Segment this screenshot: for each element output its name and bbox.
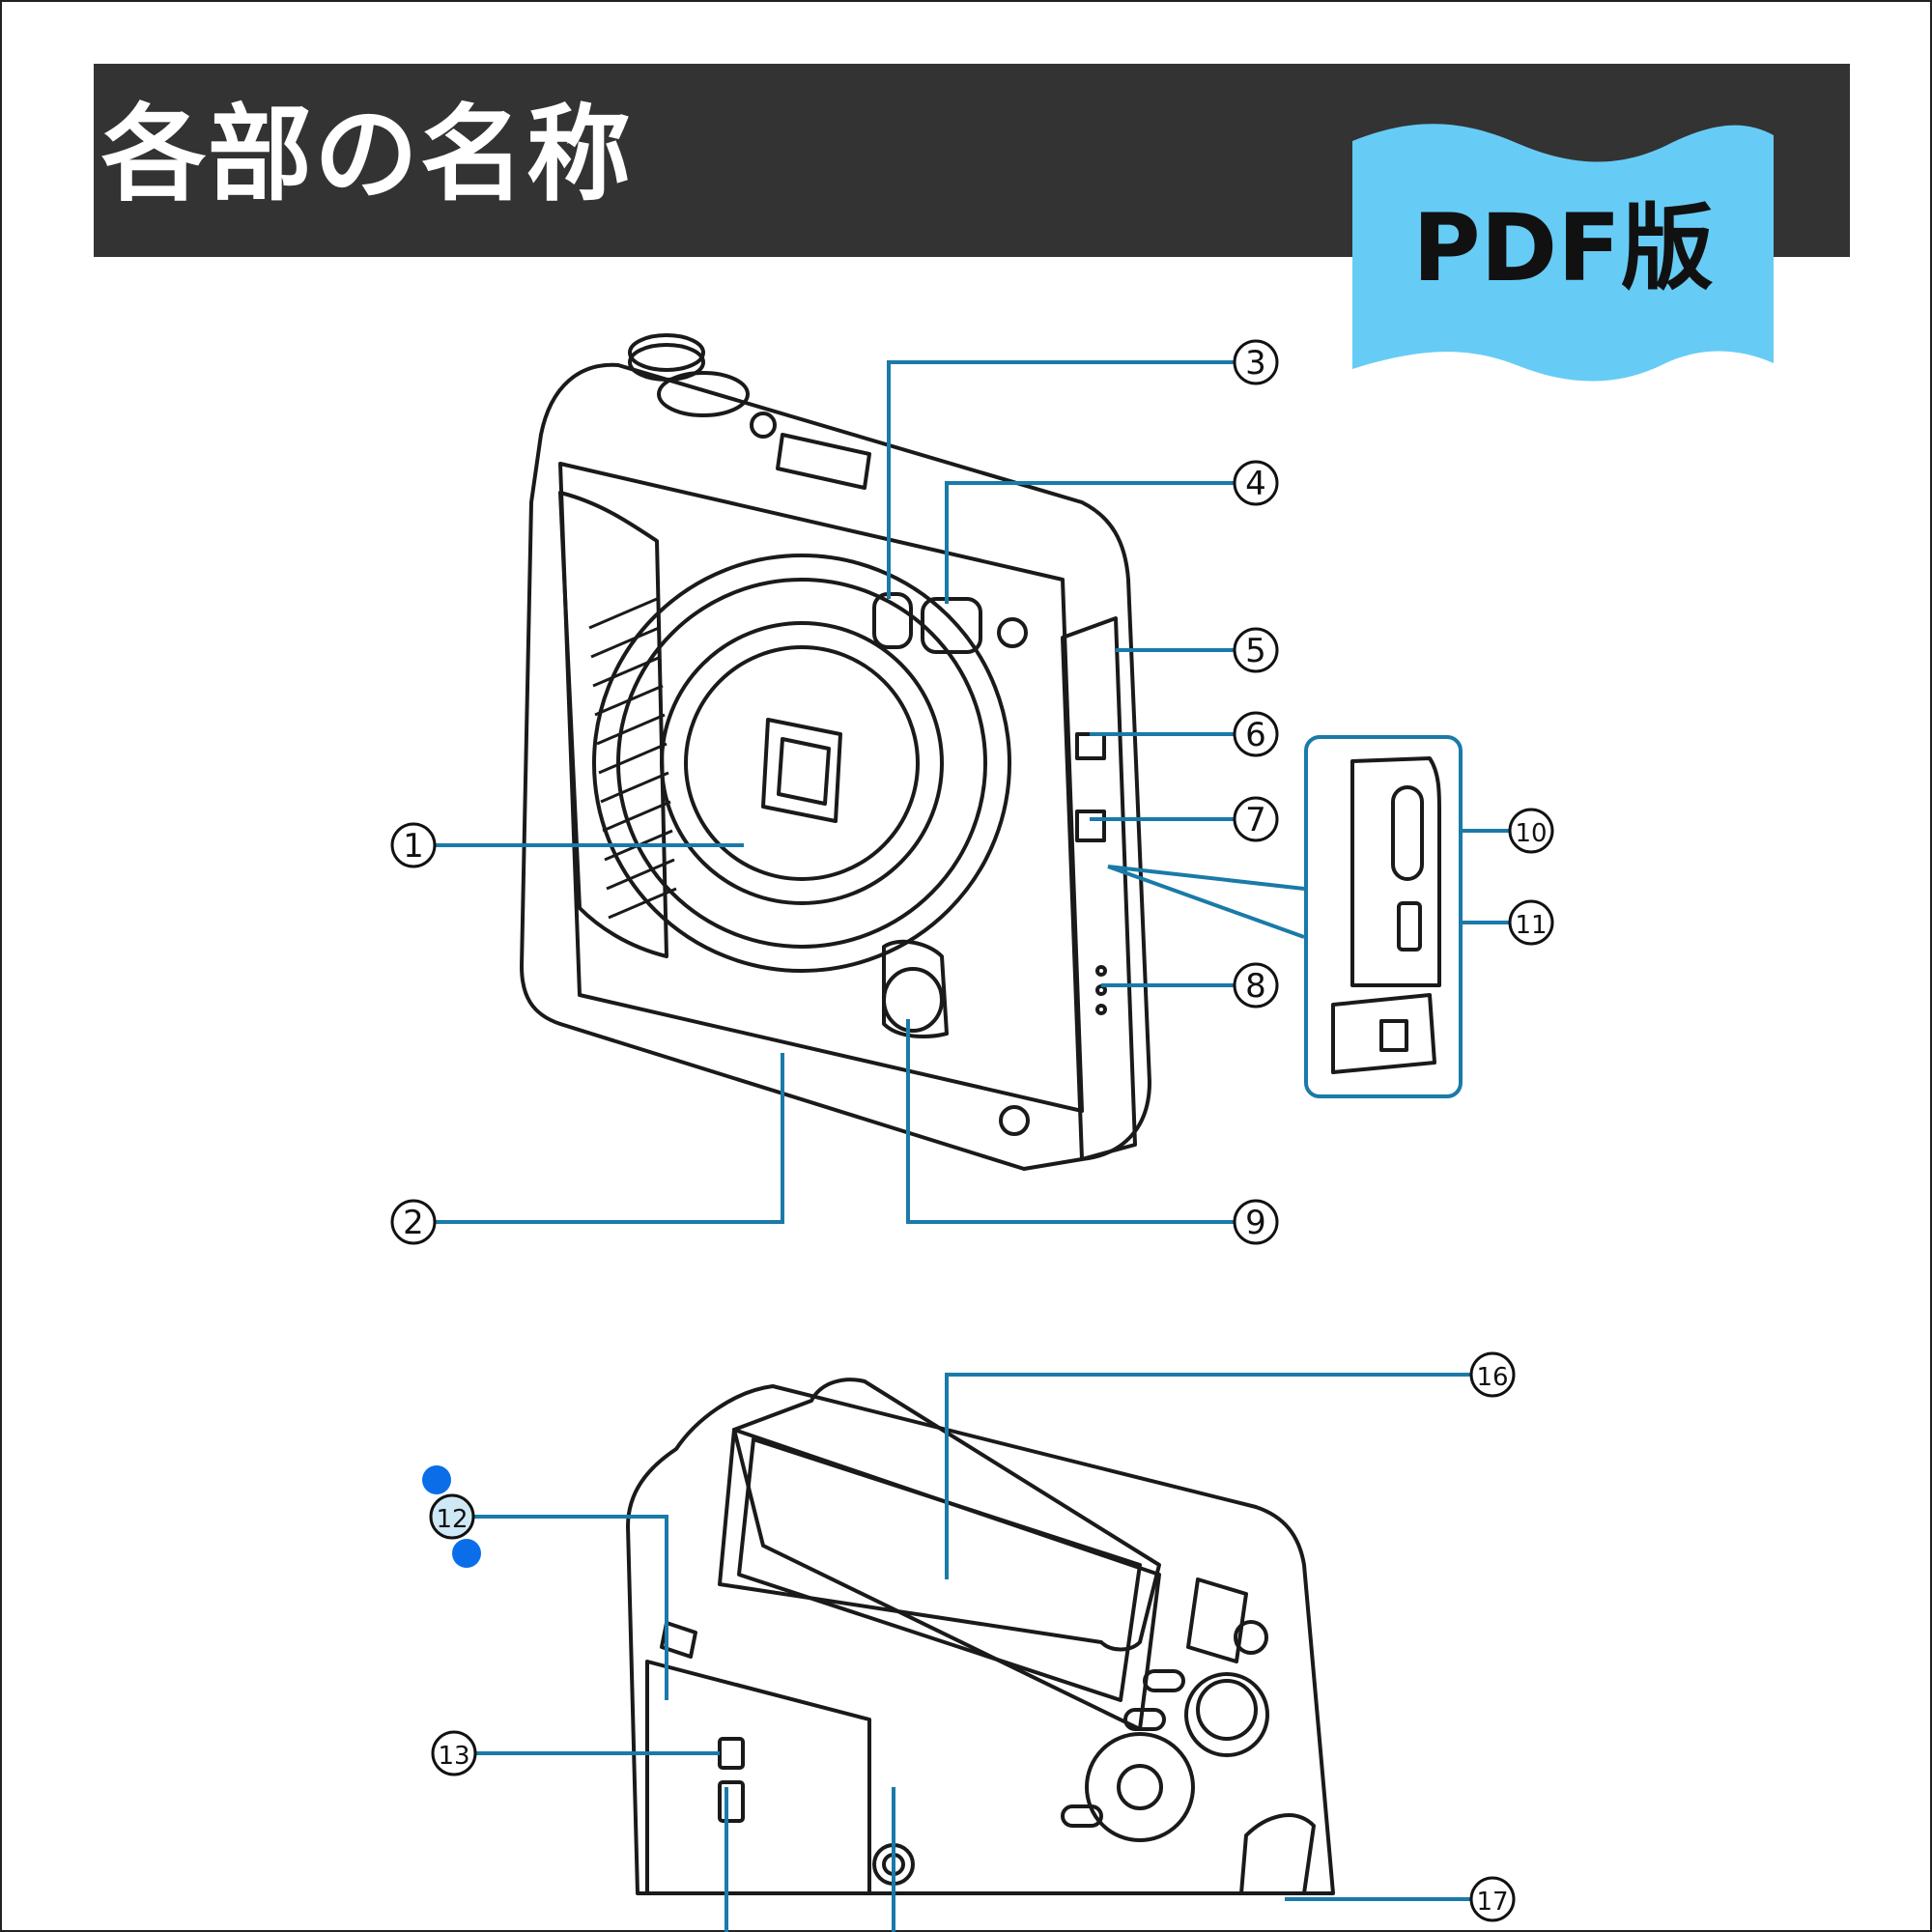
callout-4: 4 — [1233, 460, 1279, 506]
callout-13: 13 — [431, 1730, 477, 1776]
svg-text:8: 8 — [1245, 967, 1266, 1006]
callout-2: 2 — [390, 1199, 437, 1245]
selection-handles[interactable] — [422, 1465, 481, 1568]
callout-3: 3 — [1233, 339, 1279, 385]
svg-text:3: 3 — [1245, 344, 1266, 383]
callout-6: 6 — [1233, 711, 1279, 757]
callout-16: 16 — [1469, 1351, 1516, 1398]
port-inset-illustration — [1304, 735, 1463, 1098]
svg-text:17: 17 — [1476, 1888, 1508, 1917]
svg-text:12: 12 — [436, 1505, 468, 1534]
leader-lines — [435, 360, 1509, 1932]
selection-handle-bottom — [452, 1539, 481, 1568]
camera-back-illustration — [626, 1378, 1335, 1895]
pdf-badge-label: PDF版 — [1412, 194, 1714, 302]
pdf-badge-shape — [1352, 124, 1774, 382]
svg-text:10: 10 — [1515, 819, 1547, 848]
camera-front-illustration — [520, 333, 1151, 1171]
callout-5: 5 — [1233, 627, 1279, 673]
svg-text:5: 5 — [1245, 632, 1266, 670]
callout-9: 9 — [1233, 1199, 1279, 1245]
callout-10: 10 — [1508, 808, 1554, 854]
page-title: 各部の名称 — [101, 95, 634, 215]
svg-text:9: 9 — [1245, 1204, 1266, 1242]
svg-text:16: 16 — [1476, 1363, 1508, 1392]
selection-handle-top — [422, 1465, 451, 1494]
callout-17: 17 — [1469, 1876, 1516, 1922]
callout-markers: 1 2 3 4 5 6 7 8 9 10 11 12 13 16 17 — [390, 339, 1554, 1922]
callout-11: 11 — [1508, 899, 1554, 946]
callout-8: 8 — [1233, 962, 1279, 1009]
svg-text:1: 1 — [403, 827, 424, 866]
callout-7: 7 — [1233, 796, 1279, 842]
svg-text:11: 11 — [1515, 911, 1547, 940]
svg-text:7: 7 — [1245, 801, 1266, 839]
svg-text:4: 4 — [1245, 465, 1266, 503]
callout-1: 1 — [390, 822, 437, 868]
svg-text:6: 6 — [1245, 716, 1266, 754]
svg-text:13: 13 — [438, 1742, 469, 1771]
svg-text:2: 2 — [403, 1204, 424, 1242]
callout-12: 12 — [429, 1493, 475, 1540]
